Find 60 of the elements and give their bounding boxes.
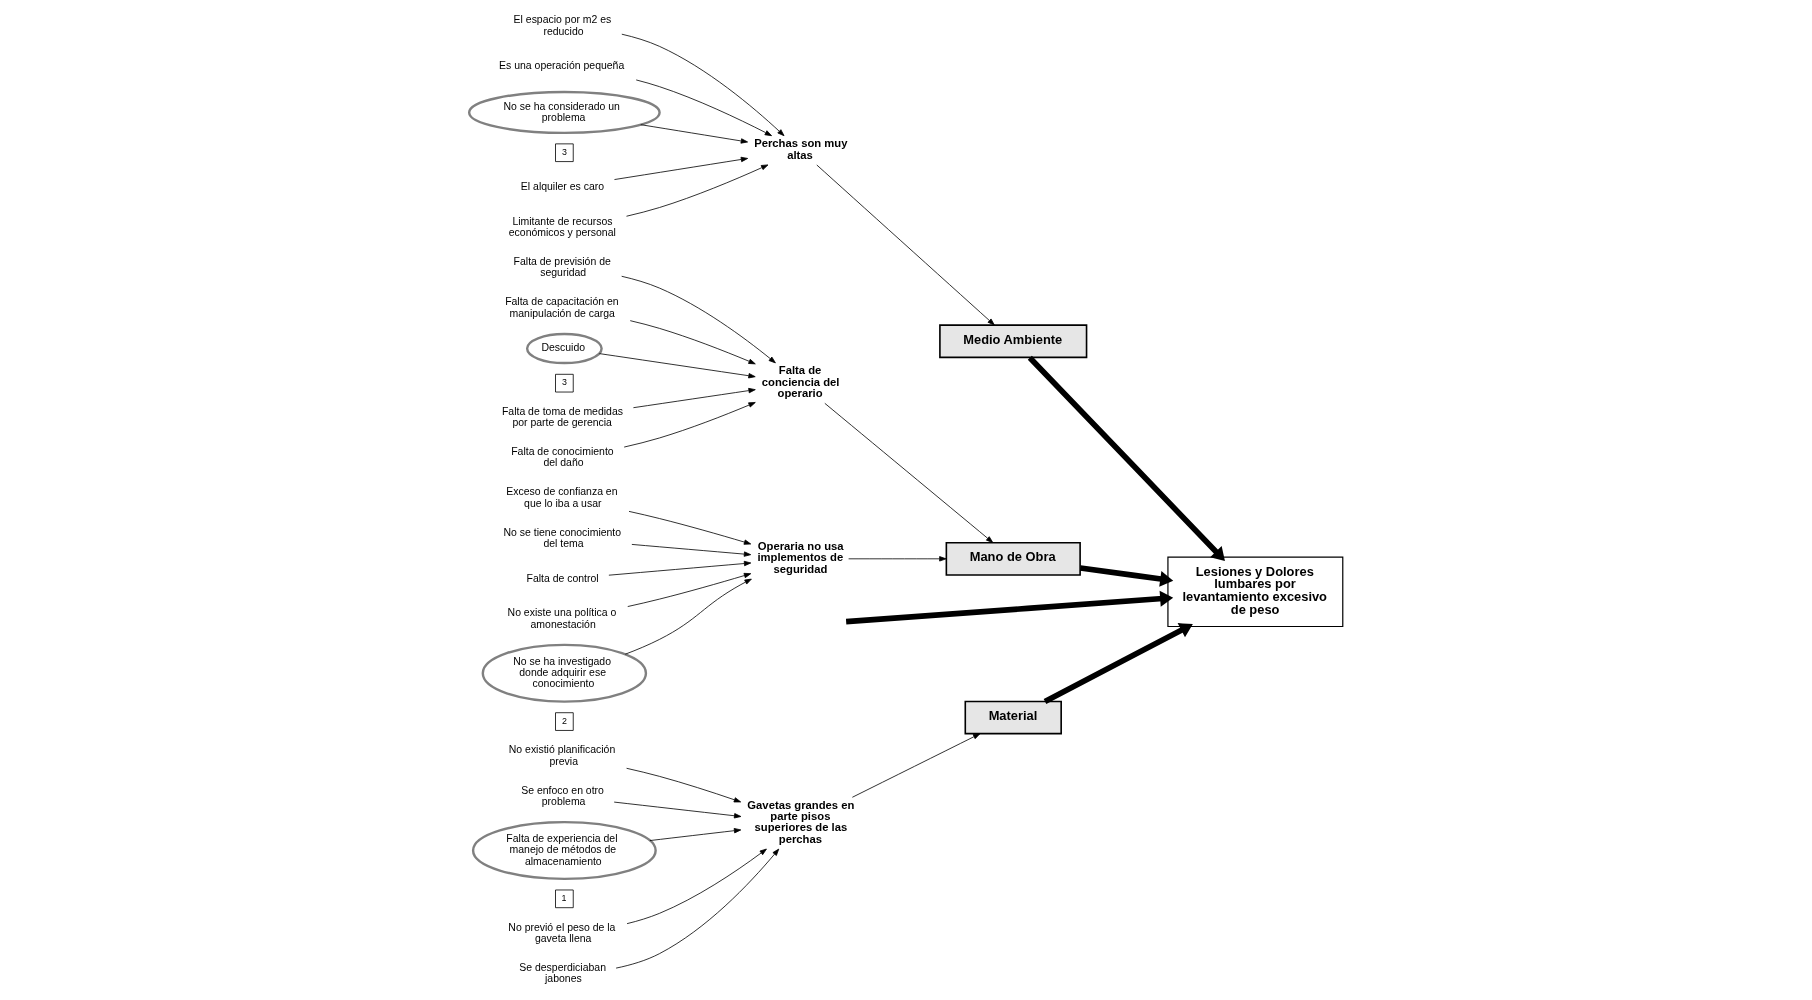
node-ellipse: Descuido xyxy=(525,332,603,365)
arrow xyxy=(633,387,756,409)
node-box: 3 xyxy=(555,373,574,393)
arrow xyxy=(628,510,752,545)
node-text: El espacio por m2 es reducido xyxy=(513,14,612,37)
arrow xyxy=(649,828,742,841)
arrow xyxy=(621,33,785,137)
node-text: Falta de conciencia del operario xyxy=(761,364,840,400)
node-text: Exceso de confianza en que lo iba a usar xyxy=(506,486,618,509)
arrow xyxy=(624,578,752,655)
arrow xyxy=(631,544,752,557)
arrow xyxy=(816,164,995,326)
node-ellipse: No se ha considerado un problema xyxy=(467,90,661,135)
arrow xyxy=(1080,565,1174,587)
node-box: Material xyxy=(964,700,1062,735)
node-box: Mano de Obra xyxy=(945,541,1081,576)
node-text: Falta de toma de medidas por parte de gerencia xyxy=(501,405,623,429)
node-text: Falta de capacitación en manipulación de carga xyxy=(505,296,619,319)
node-text: No previó el peso de la gaveta llena xyxy=(508,921,616,944)
node-text: Gavetas grandes en parte pisos superiores de las perchas xyxy=(747,798,855,845)
arrow xyxy=(621,275,776,364)
node-text: Es una operación pequeña xyxy=(499,60,625,72)
arrow xyxy=(615,848,780,969)
node-box: Medio Ambiente xyxy=(939,324,1088,359)
node-text: Falta de control xyxy=(526,572,599,584)
arrow xyxy=(613,801,742,819)
arrow xyxy=(824,402,994,543)
arrow xyxy=(623,402,756,448)
node-text: Se desperdiciaban jabones xyxy=(519,961,606,985)
arrow xyxy=(626,164,769,217)
arrow xyxy=(629,320,756,365)
node-text: Limitante de recursos económicos y personal xyxy=(508,215,616,239)
arrow xyxy=(1027,355,1225,561)
node-box: Lesiones y Dolores lumbares por levantamiento excesivo de peso xyxy=(1167,556,1344,628)
node-box: 1 xyxy=(555,889,574,909)
node-box: 2 xyxy=(555,712,574,731)
node-text: Perchas son muy altas xyxy=(754,137,848,161)
arrow xyxy=(627,572,752,607)
arrow xyxy=(635,79,772,137)
node-text: Falta de previsión de seguridad xyxy=(513,256,611,279)
arrow xyxy=(640,124,748,144)
arrow xyxy=(599,353,756,379)
node-ellipse: Falta de experiencia del manejo de métodos de almacenamiento xyxy=(471,820,657,881)
node-box: 3 xyxy=(555,143,574,162)
arrow xyxy=(1043,623,1193,704)
node-text: Operaria no usa implementos de seguridad xyxy=(757,540,844,575)
node-text: El alquiler es caro xyxy=(520,181,605,193)
node-text: Se enfoco en otro problema xyxy=(521,784,604,807)
arrow xyxy=(626,767,742,803)
node-ellipse: No se ha investigado donde adquirir ese conocimiento xyxy=(481,643,648,703)
node-text: No se tiene conocimiento del tema xyxy=(503,526,622,550)
arrow xyxy=(848,556,947,562)
arrow xyxy=(614,156,749,180)
node-text: No existió planificación previa xyxy=(508,744,616,767)
arrow xyxy=(845,590,1174,625)
arrow xyxy=(851,733,981,798)
node-text: No existe una política o amonestación xyxy=(507,607,617,630)
node-text: Falta de conocimiento del daño xyxy=(511,446,614,469)
arrow xyxy=(608,560,752,576)
arrow xyxy=(626,848,767,925)
